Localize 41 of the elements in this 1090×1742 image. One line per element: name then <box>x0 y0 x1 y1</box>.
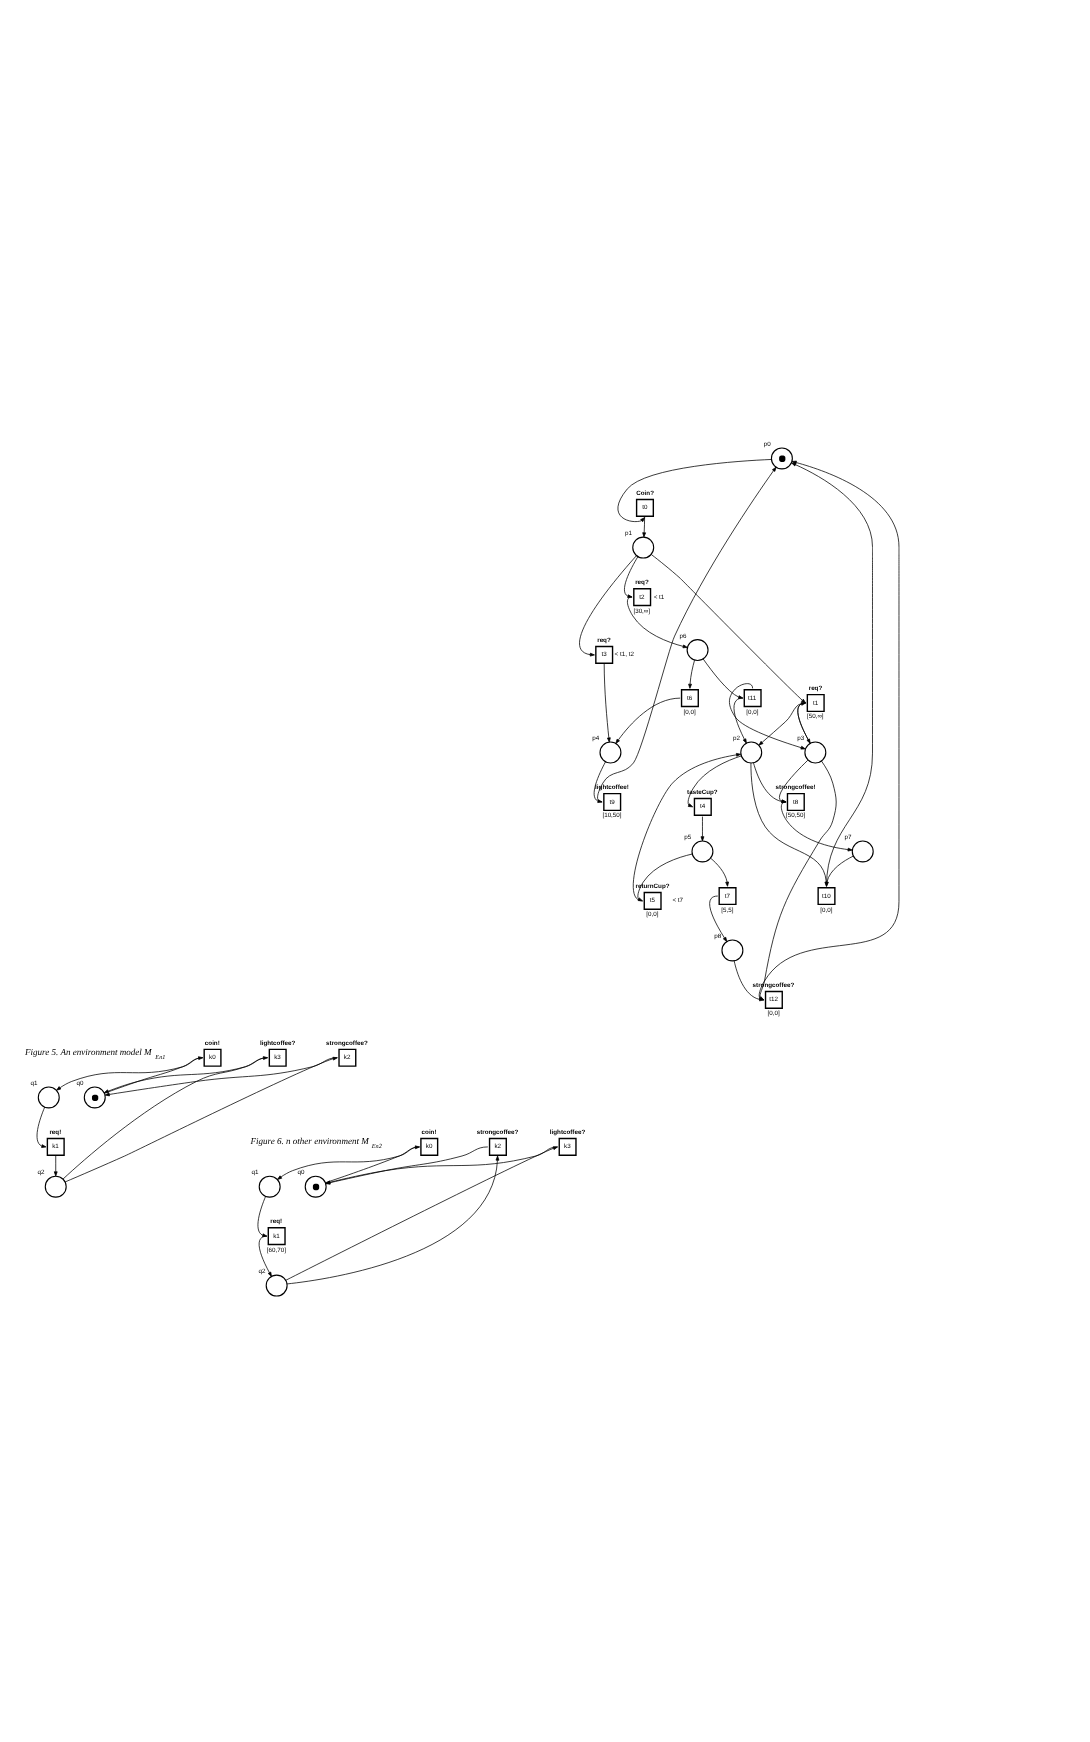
arrow <box>103 1055 204 1093</box>
arrow <box>103 1056 268 1093</box>
arrow <box>779 758 809 803</box>
node-circle <box>851 839 874 862</box>
node-circle <box>304 1174 327 1197</box>
arrow <box>53 1154 58 1176</box>
arrow <box>64 1055 338 1182</box>
arrow <box>257 1194 268 1237</box>
arrow <box>258 1234 272 1276</box>
arrow <box>624 555 639 598</box>
arrow <box>597 465 777 802</box>
node-circle <box>265 1273 288 1296</box>
node-circle <box>804 740 827 763</box>
arrow <box>710 856 729 886</box>
arrow <box>702 657 744 698</box>
node-circle <box>691 839 714 862</box>
arrow <box>36 1105 47 1147</box>
arrow <box>642 515 646 537</box>
arrow <box>733 696 747 743</box>
arrow <box>593 760 606 802</box>
arrow <box>688 658 695 688</box>
arrow <box>617 458 772 522</box>
arrow <box>627 595 688 648</box>
arrow <box>286 1154 500 1284</box>
node-circle <box>632 535 655 558</box>
node-circle <box>44 1174 67 1197</box>
arrow <box>56 1056 204 1090</box>
node-circle <box>686 638 709 661</box>
arrow <box>709 894 728 941</box>
node-circle <box>721 938 744 961</box>
node-circle <box>83 1085 106 1108</box>
node-circle <box>599 740 622 763</box>
arrow <box>780 800 853 851</box>
arrow <box>603 662 611 742</box>
arrow <box>700 815 705 841</box>
arrow <box>687 754 742 807</box>
arrow <box>615 696 681 743</box>
arrow <box>579 554 637 656</box>
arrow <box>104 1056 338 1096</box>
arrow <box>753 761 787 803</box>
arrow <box>62 1055 268 1179</box>
